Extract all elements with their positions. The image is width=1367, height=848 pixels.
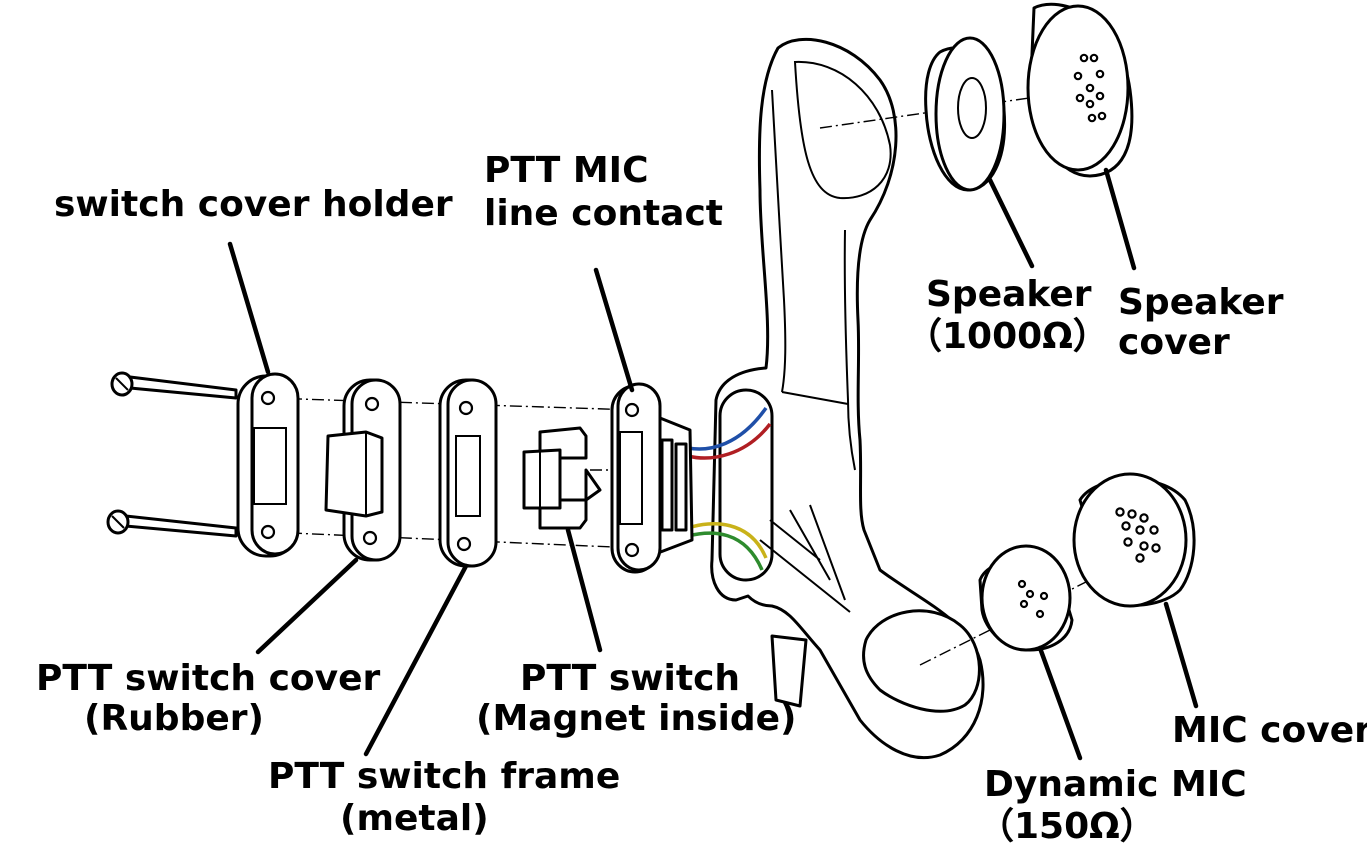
label-ptt-switch-frame-line2: (metal) <box>340 798 489 839</box>
label-mic-cover: MIC cover <box>1172 710 1367 751</box>
label-speaker-cover-line1: Speaker <box>1118 282 1284 323</box>
label-ptt-switch-line1: PTT switch <box>520 658 740 699</box>
label-ptt-switch-cover-line2: (Rubber) <box>84 698 264 739</box>
ptt-switch-frame <box>438 378 498 568</box>
labels: switch cover holder PTT MIC line contact… <box>36 150 1367 847</box>
label-dynamic-mic-line2: （150Ω） <box>978 806 1156 847</box>
screw-bottom <box>106 509 238 538</box>
switch-cover-holder <box>236 372 300 558</box>
dynamic-mic <box>978 544 1074 652</box>
label-ptt-mic-line-contact-line2: line contact <box>484 193 723 234</box>
mic-cover-holes <box>1115 507 1161 563</box>
label-dynamic-mic-line1: Dynamic MIC <box>984 764 1247 805</box>
ptt-switch <box>522 426 602 530</box>
wires <box>687 406 772 571</box>
ptt-switch-cover <box>324 378 402 562</box>
screw-top <box>110 371 238 400</box>
screws <box>106 371 238 538</box>
speaker <box>924 36 1007 192</box>
mic-cover <box>1072 472 1196 608</box>
label-ptt-switch-cover-line1: PTT switch cover <box>36 658 381 699</box>
label-switch-cover-holder: switch cover holder <box>54 184 453 225</box>
leader-lines <box>227 167 1199 761</box>
label-speaker-line1: Speaker <box>926 274 1092 315</box>
handset-body <box>710 37 985 760</box>
ptt-mic-line-contact <box>610 382 694 574</box>
label-speaker-cover-line2: cover <box>1118 322 1230 363</box>
speaker-cover <box>1026 2 1134 178</box>
label-ptt-switch-line2: (Magnet inside) <box>476 698 797 739</box>
label-speaker-line2: （1000Ω） <box>906 316 1109 357</box>
label-ptt-switch-frame-line1: PTT switch frame <box>268 756 620 797</box>
speaker-cover-holes <box>1073 53 1107 123</box>
label-ptt-mic-line-contact-line1: PTT MIC <box>484 150 649 191</box>
